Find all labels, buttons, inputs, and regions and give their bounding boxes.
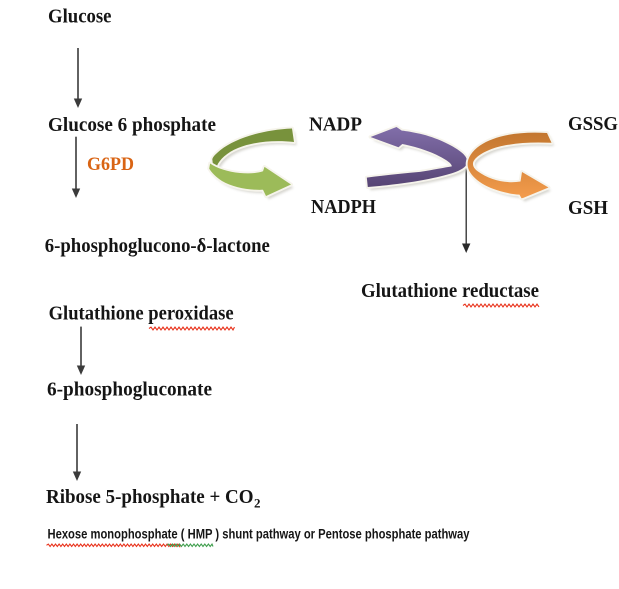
svg-text:GSH: GSH	[568, 197, 608, 219]
svg-text:6-phosphoglucono-δ-lactone: 6-phosphoglucono-δ-lactone	[45, 235, 270, 257]
svg-text:Hexose monophosphate ( HMP ) s: Hexose monophosphate ( HMP ) shunt pathw…	[48, 527, 470, 542]
svg-text:GSSG: GSSG	[568, 113, 618, 135]
svg-text:Glucose 6 phosphate: Glucose 6 phosphate	[48, 114, 216, 136]
svg-text:Glutathione reductase: Glutathione reductase	[361, 280, 539, 302]
svg-text:Glucose: Glucose	[48, 6, 112, 28]
svg-text:NADP: NADP	[309, 114, 362, 136]
svg-text:G6PD: G6PD	[87, 155, 134, 175]
svg-text:2: 2	[254, 496, 261, 511]
svg-text:Glutathione peroxidase: Glutathione peroxidase	[49, 303, 234, 325]
svg-text:NADPH: NADPH	[311, 196, 376, 218]
svg-text:Ribose 5-phosphate + CO: Ribose 5-phosphate + CO	[46, 486, 254, 508]
svg-text:6-phosphogluconate: 6-phosphogluconate	[47, 379, 212, 401]
